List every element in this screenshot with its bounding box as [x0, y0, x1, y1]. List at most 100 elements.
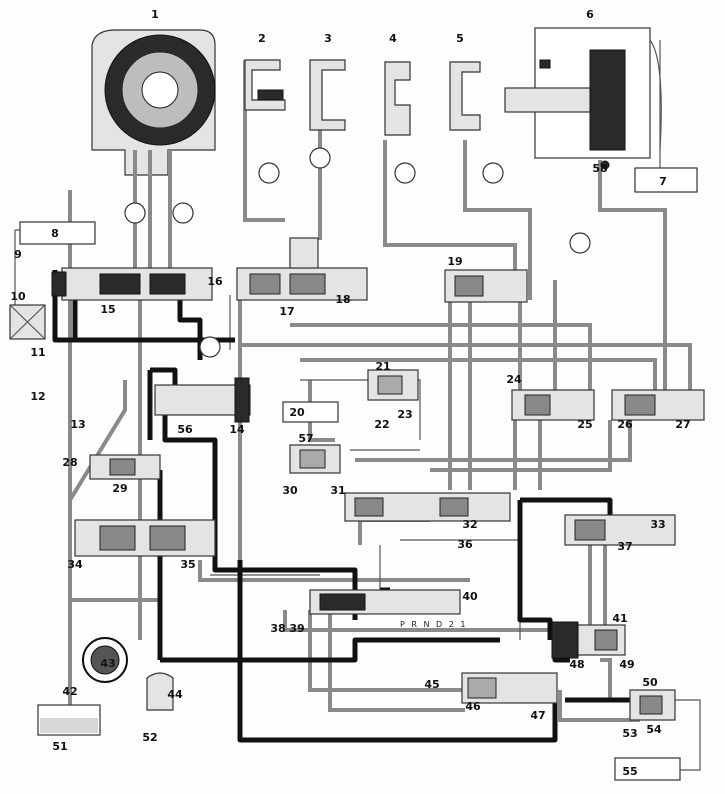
callout-label: 3: [324, 32, 332, 45]
callout-label: 36: [457, 538, 473, 551]
valve-24-25: [511, 389, 595, 421]
solenoid-10: [9, 304, 46, 340]
gauge-icon: [482, 162, 504, 184]
callout-label: 38: [270, 622, 285, 635]
callout-label: 11: [30, 346, 45, 359]
callout-label: 10: [10, 290, 26, 303]
box-55: [614, 757, 681, 781]
clutch-5: [449, 61, 481, 131]
callout-label: 13: [70, 418, 85, 431]
callout-label: 19: [447, 255, 462, 268]
valve-26-27: [611, 389, 705, 421]
callout-label: 1: [151, 8, 159, 21]
callout-label: 55: [622, 765, 637, 778]
solenoid-50: [629, 689, 676, 721]
callout-label: 41: [612, 612, 627, 625]
valve-37: [564, 514, 676, 546]
callout-label: 40: [462, 590, 478, 603]
callout-label: 34: [67, 558, 83, 571]
gauge-icon: [569, 232, 591, 254]
selector-positions: P R N D 2 1: [400, 620, 467, 629]
gauge-icon: [258, 162, 280, 184]
valve-21-23: [367, 369, 419, 401]
gauge-icon: [309, 147, 331, 169]
gauge-icon: [394, 162, 416, 184]
callout-label: 33: [650, 518, 665, 531]
gauge-icon: [124, 202, 146, 224]
callout-label: 31: [330, 484, 345, 497]
callout-label: 6: [586, 8, 594, 21]
valve-15-16: [51, 267, 213, 301]
callout-label: 8: [51, 227, 59, 240]
callout-label: 54: [646, 723, 662, 736]
oil-filter: [146, 672, 174, 711]
callout-label: 24: [506, 373, 522, 386]
callout-label: 22: [374, 418, 389, 431]
callout-label: 2: [258, 32, 266, 45]
output-unit: [504, 27, 662, 170]
callout-label: 47: [530, 709, 545, 722]
callout-label: 56: [177, 423, 193, 436]
callout-label: 50: [642, 676, 658, 689]
callout-label: 42: [62, 685, 77, 698]
callout-label: 27: [675, 418, 690, 431]
pressure-gauges: [124, 147, 591, 358]
callout-label: 29: [112, 482, 127, 495]
valve-19: [444, 269, 528, 303]
callout-label: 32: [462, 518, 477, 531]
callout-label: 23: [397, 408, 412, 421]
callout-label: 35: [180, 558, 195, 571]
valve-45-47: [461, 672, 558, 704]
gauge-icon: [172, 202, 194, 224]
clutch-4: [384, 61, 411, 136]
callout-label: 5: [456, 32, 464, 45]
callout-label: 57: [298, 432, 313, 445]
callout-label: 21: [375, 360, 390, 373]
manual-valve-40: [309, 589, 461, 615]
callout-label: 18: [335, 293, 350, 306]
valve-57: [289, 444, 341, 474]
clutch-3: [309, 59, 346, 131]
valve-28-29: [89, 454, 161, 480]
callout-label: 45: [424, 678, 439, 691]
callout-label: 7: [659, 175, 667, 188]
oil-sump: [37, 704, 101, 736]
callout-label: 53: [622, 727, 637, 740]
callout-label: 58: [592, 162, 607, 175]
valve-41-48: [551, 621, 626, 659]
callout-label: 4: [389, 32, 397, 45]
callout-label: 48: [569, 658, 584, 671]
callout-label: 25: [577, 418, 592, 431]
valve-34-35: [74, 519, 216, 557]
callout-label: 15: [100, 303, 115, 316]
box-8: [19, 221, 96, 245]
callout-label: 43: [100, 657, 115, 670]
callout-label: 30: [282, 484, 298, 497]
gauge-icon: [199, 336, 221, 358]
valve-17-18: [236, 237, 368, 301]
clutch-2: [244, 59, 286, 111]
callout-label: 46: [465, 700, 481, 713]
box-20: [282, 401, 339, 423]
callout-label: 49: [619, 658, 634, 671]
callout-label: 14: [229, 423, 245, 436]
callout-label: 9: [14, 248, 22, 261]
callout-label: 17: [279, 305, 294, 318]
callout-label: 39: [289, 622, 304, 635]
callout-label: 52: [142, 731, 157, 744]
callout-label: 28: [62, 456, 77, 469]
valve-14-56: [154, 377, 251, 423]
callout-label: 16: [207, 275, 223, 288]
valve-32: [344, 492, 511, 522]
box-7: [634, 167, 698, 193]
callout-label: 44: [167, 688, 183, 701]
callout-label: 20: [289, 406, 305, 419]
callout-label: 26: [617, 418, 633, 431]
torque-converter: [91, 29, 216, 270]
callout-label: 37: [617, 540, 632, 553]
return-lines: [68, 60, 692, 722]
callout-label: 12: [30, 390, 45, 403]
